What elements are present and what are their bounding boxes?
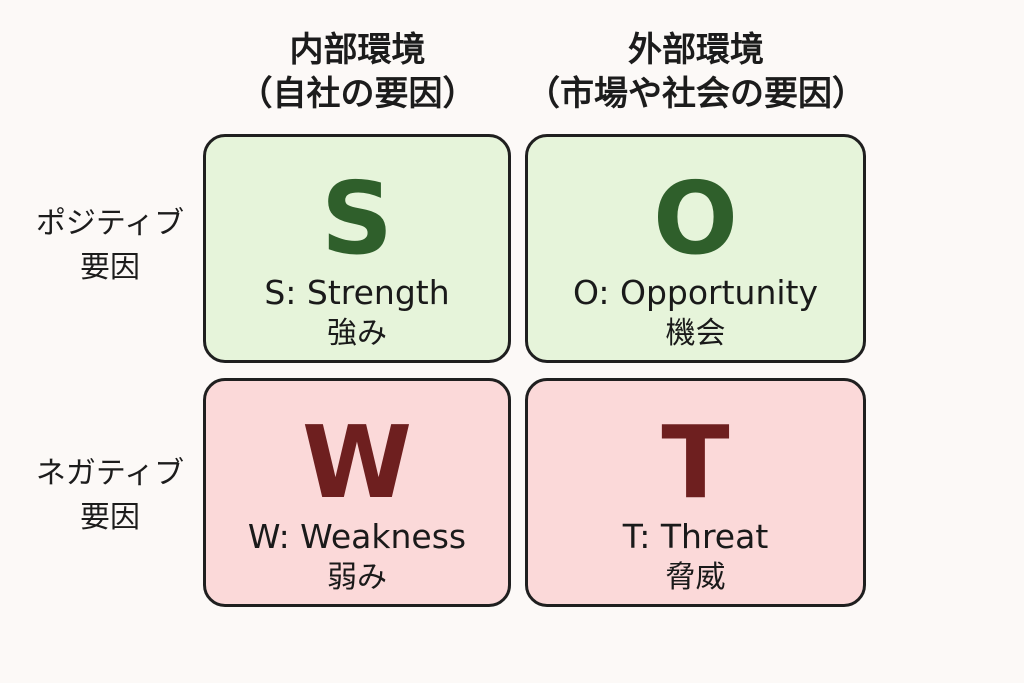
- swot-cell-threat: T T: Threat 脅威: [525, 378, 866, 607]
- weakness-english-label: W: Weakness: [247, 517, 467, 556]
- weakness-japanese-label: 弱み: [327, 560, 387, 595]
- swot-cell-strength: S S: Strength 強み: [203, 134, 511, 363]
- row-header-negative: ネガティブ 要因: [20, 452, 200, 540]
- strength-letter: S: [320, 160, 394, 277]
- opportunity-japanese-label: 機会: [665, 316, 726, 351]
- column-title-internal: 内部環境: [289, 30, 426, 70]
- column-subtitle-external: （市場や社会の要因）: [526, 74, 866, 114]
- row-label-positive-line2: 要因: [80, 250, 140, 285]
- opportunity-letter: O: [652, 160, 738, 277]
- row-label-negative-line1: ネガティブ: [35, 456, 185, 491]
- row-label-positive-line1: ポジティブ: [35, 206, 185, 241]
- strength-english-label: S: Strength: [264, 273, 450, 312]
- column-header-external: 外部環境 （市場や社会の要因）: [526, 28, 866, 116]
- column-subtitle-internal: （自社の要因）: [238, 74, 477, 114]
- weakness-letter: W: [301, 404, 413, 521]
- row-header-positive: ポジティブ 要因: [20, 202, 200, 290]
- swot-cell-weakness: W W: Weakness 弱み: [203, 378, 511, 607]
- threat-english-label: T: Threat: [622, 517, 769, 556]
- column-header-internal: 内部環境 （自社の要因）: [205, 28, 510, 116]
- swot-cell-opportunity: O O: Opportunity 機会: [525, 134, 866, 363]
- strength-japanese-label: 強み: [327, 316, 387, 351]
- threat-letter: T: [661, 404, 730, 521]
- threat-japanese-label: 脅威: [665, 560, 726, 595]
- column-title-external: 外部環境: [628, 30, 764, 70]
- opportunity-english-label: O: Opportunity: [572, 273, 819, 312]
- row-label-negative-line2: 要因: [80, 500, 140, 535]
